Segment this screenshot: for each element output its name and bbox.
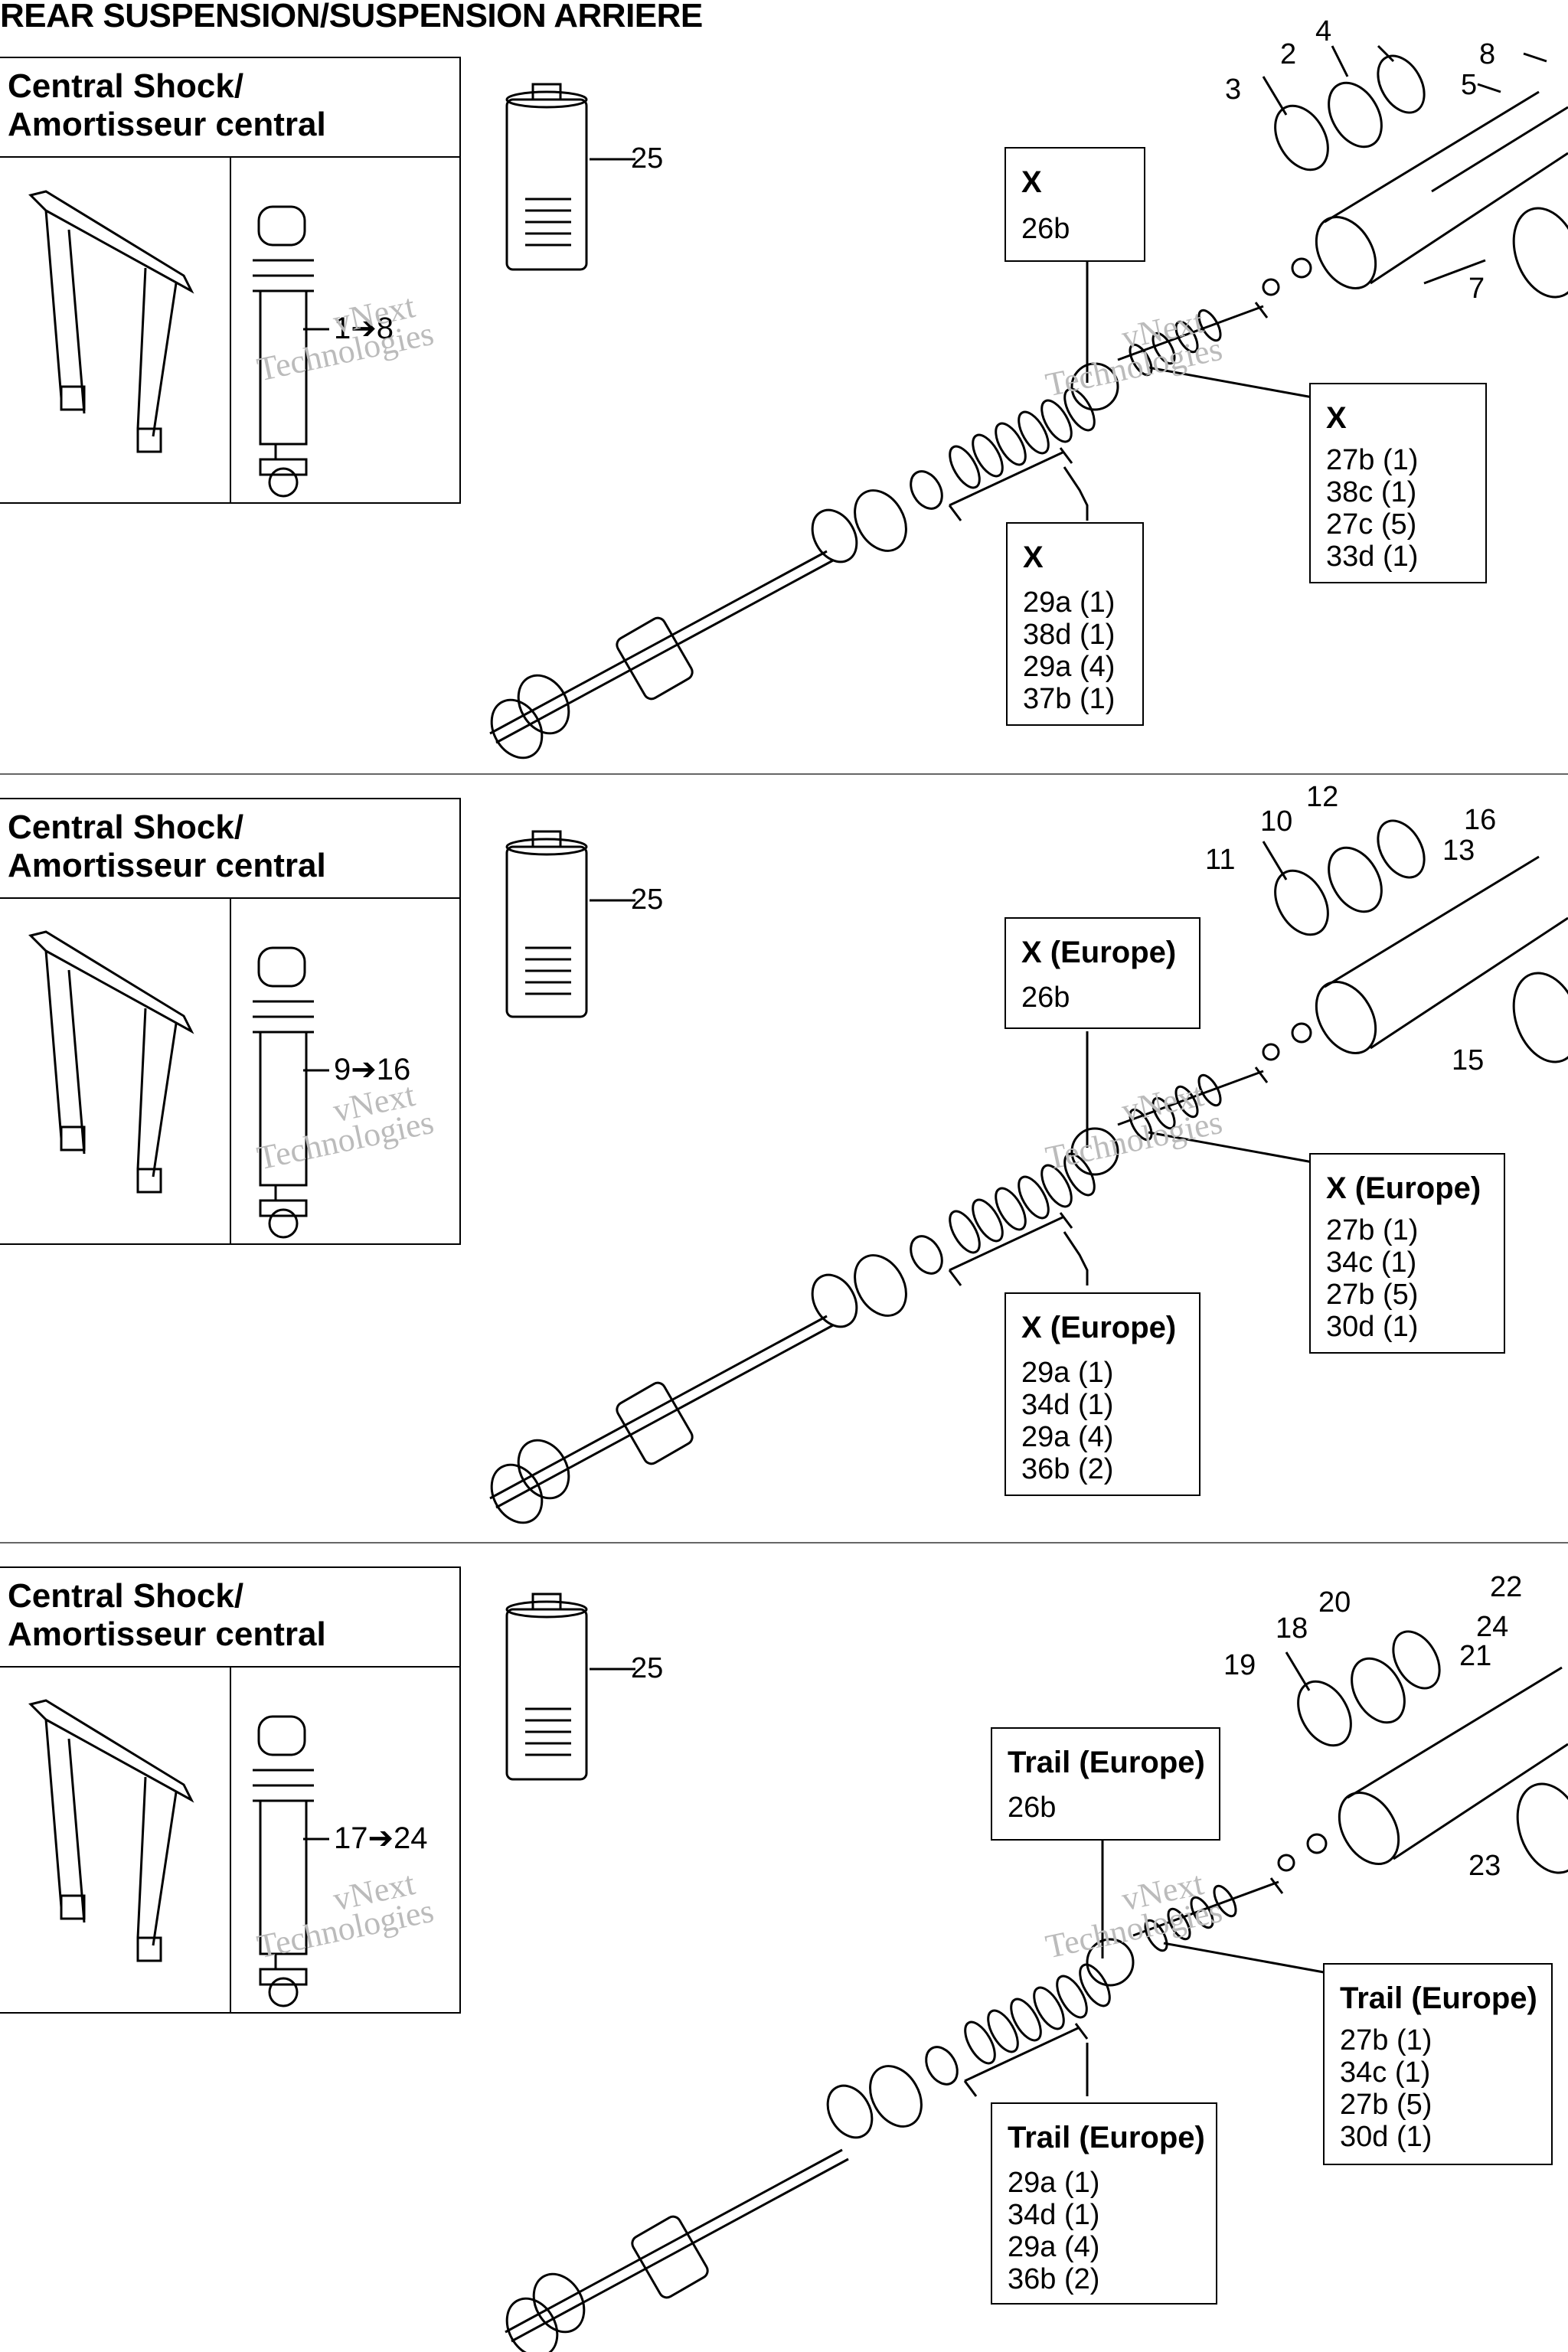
variant-box-line: 30d (1) bbox=[1326, 1311, 1419, 1343]
variant-box-heading: X bbox=[1023, 541, 1044, 574]
can-callout: 25 bbox=[631, 142, 664, 175]
variant-box-line: 33d (1) bbox=[1326, 541, 1419, 573]
variant-box-bottom: X 29a (1) 38d (1) 29a (4) 37b (1) bbox=[1006, 522, 1144, 726]
variant-box-right: X 27b (1) 38c (1) 27c (5) 33d (1) bbox=[1309, 383, 1487, 583]
page-title: REAR SUSPENSION/SUSPENSION ARRIERE bbox=[0, 0, 703, 34]
variant-box-line: 36b (2) bbox=[1008, 2263, 1100, 2295]
part-callout: 15 bbox=[1452, 1044, 1485, 1076]
diagram-section-1: Central Shock/ Amortisseur central bbox=[0, 0, 1568, 766]
variant-box-line: 38c (1) bbox=[1326, 476, 1417, 508]
variant-box-heading: X bbox=[1021, 165, 1042, 199]
range-callout: 1➔8 bbox=[334, 312, 394, 345]
part-callout: 23 bbox=[1468, 1850, 1501, 1882]
part-callout: 13 bbox=[1442, 835, 1475, 867]
part-callout: 4 bbox=[1315, 15, 1332, 47]
variant-box-line: 27b (5) bbox=[1340, 2089, 1432, 2121]
part-callout: 20 bbox=[1318, 1586, 1351, 1619]
variant-box-heading: X (Europe) bbox=[1326, 1171, 1481, 1205]
heading-line-1: Central Shock/ bbox=[8, 808, 244, 846]
variant-box-line: 37b (1) bbox=[1023, 683, 1116, 715]
part-callout: 5 bbox=[1461, 69, 1478, 101]
variant-box-line: 30d (1) bbox=[1340, 2121, 1432, 2153]
variant-box-line: 27b (1) bbox=[1340, 2024, 1432, 2056]
variant-box-right: Trail (Europe) 27b (1) 34c (1) 27b (5) 3… bbox=[1323, 1963, 1553, 2165]
variant-box-bottom: Trail (Europe) 29a (1) 34d (1) 29a (4) 3… bbox=[991, 2102, 1217, 2305]
central-shock-heading-box: Central Shock/ Amortisseur central bbox=[0, 57, 461, 158]
part-callout: 24 bbox=[1476, 1611, 1509, 1643]
heading-line-2: Amortisseur central bbox=[8, 1615, 326, 1653]
diagram-section-3: Central Shock/ Amortisseur central bbox=[0, 1566, 1568, 2352]
variant-box-top: Trail (Europe) 26b bbox=[991, 1727, 1220, 1841]
variant-box-line: 27c (5) bbox=[1326, 508, 1417, 541]
variant-box-line: 26b bbox=[1021, 982, 1070, 1014]
variant-box-line: 29a (4) bbox=[1023, 651, 1116, 683]
exploded-view-drawing bbox=[28, 44, 1568, 760]
part-callout: 18 bbox=[1276, 1612, 1308, 1645]
variant-box-line: 38d (1) bbox=[1023, 619, 1116, 651]
central-shock-heading-box: Central Shock/ Amortisseur central bbox=[0, 1566, 461, 1668]
central-shock-heading: Central Shock/ Amortisseur central bbox=[8, 67, 326, 144]
variant-box-line: 27b (1) bbox=[1326, 1214, 1419, 1246]
can-callout: 25 bbox=[631, 884, 664, 916]
can-callout: 25 bbox=[631, 1652, 664, 1684]
exploded-view-drawing bbox=[28, 1592, 1568, 2352]
variant-box-line: 29a (4) bbox=[1008, 2231, 1100, 2263]
variant-box-line: 26b bbox=[1008, 1792, 1057, 1824]
frame-view-box bbox=[0, 156, 231, 504]
heading-line-1: Central Shock/ bbox=[8, 1577, 244, 1615]
variant-box-heading: Trail (Europe) bbox=[1008, 1746, 1205, 1779]
shock-view-box bbox=[230, 1666, 461, 2014]
variant-box-bottom: X (Europe) 29a (1) 34d (1) 29a (4) 36b (… bbox=[1004, 1292, 1200, 1496]
variant-box-line: 36b (2) bbox=[1021, 1453, 1114, 1485]
variant-box-line: 29a (4) bbox=[1021, 1421, 1114, 1453]
variant-box-heading: X (Europe) bbox=[1021, 1311, 1177, 1344]
variant-box-top: X 26b bbox=[1004, 147, 1145, 262]
variant-box-line: 34c (1) bbox=[1326, 1246, 1417, 1279]
variant-box-line: 27b (5) bbox=[1326, 1279, 1419, 1311]
variant-box-heading: Trail (Europe) bbox=[1008, 2121, 1205, 2154]
part-callout: 7 bbox=[1468, 273, 1485, 305]
part-callout: 22 bbox=[1490, 1571, 1523, 1603]
section-divider bbox=[0, 773, 1568, 775]
part-callout: 11 bbox=[1205, 844, 1236, 876]
shock-view-box bbox=[230, 156, 461, 504]
variant-box-line: 26b bbox=[1021, 213, 1070, 245]
part-callout: 16 bbox=[1464, 804, 1497, 836]
frame-view-box bbox=[0, 897, 231, 1245]
part-callout: 21 bbox=[1459, 1640, 1492, 1672]
central-shock-heading: Central Shock/ Amortisseur central bbox=[8, 808, 326, 885]
part-callout: 8 bbox=[1479, 38, 1496, 70]
variant-box-heading: X bbox=[1326, 401, 1347, 435]
exploded-view-drawing bbox=[28, 819, 1568, 1524]
central-shock-heading-box: Central Shock/ Amortisseur central bbox=[0, 798, 461, 899]
variant-box-heading: Trail (Europe) bbox=[1340, 1981, 1537, 2015]
diagram-section-2: Central Shock/ Amortisseur central bbox=[0, 781, 1568, 1563]
variant-box-line: 34c (1) bbox=[1340, 2056, 1431, 2089]
range-callout: 17➔24 bbox=[334, 1821, 428, 1855]
variant-box-line: 29a (1) bbox=[1008, 2167, 1100, 2199]
variant-box-line: 29a (1) bbox=[1023, 586, 1116, 619]
central-shock-heading: Central Shock/ Amortisseur central bbox=[8, 1577, 326, 1654]
part-callout: 10 bbox=[1260, 805, 1293, 838]
part-callout: 12 bbox=[1306, 781, 1339, 813]
part-callout: 2 bbox=[1280, 38, 1297, 70]
part-callout: 19 bbox=[1223, 1649, 1256, 1681]
section-divider bbox=[0, 1542, 1568, 1544]
variant-box-heading: X (Europe) bbox=[1021, 936, 1177, 969]
variant-box-line: 27b (1) bbox=[1326, 444, 1419, 476]
variant-box-top: X (Europe) 26b bbox=[1004, 917, 1200, 1029]
range-callout: 9➔16 bbox=[334, 1053, 411, 1086]
variant-box-right: X (Europe) 27b (1) 34c (1) 27b (5) 30d (… bbox=[1309, 1153, 1505, 1354]
variant-box-line: 34d (1) bbox=[1008, 2199, 1100, 2231]
heading-line-2: Amortisseur central bbox=[8, 106, 326, 143]
heading-line-2: Amortisseur central bbox=[8, 847, 326, 884]
heading-line-1: Central Shock/ bbox=[8, 67, 244, 105]
variant-box-line: 34d (1) bbox=[1021, 1389, 1114, 1421]
shock-view-box bbox=[230, 897, 461, 1245]
variant-box-line: 29a (1) bbox=[1021, 1357, 1114, 1389]
part-callout: 3 bbox=[1225, 74, 1242, 106]
